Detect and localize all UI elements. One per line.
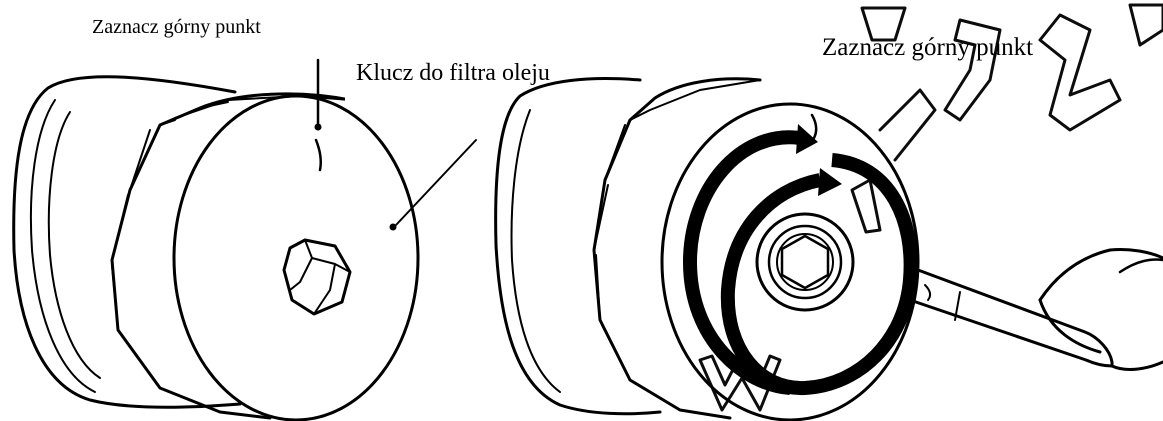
socket-icon bbox=[757, 214, 853, 310]
cap-face-icon bbox=[662, 104, 918, 420]
wrench-label: Klucz do filtra oleju bbox=[356, 60, 550, 86]
left-top-mark-label: Zaznacz górny punkt bbox=[92, 16, 261, 38]
right-top-mark-label: Zaznacz górny punkt bbox=[822, 34, 1033, 61]
left-oil-filter-figure bbox=[14, 60, 476, 420]
ratchet-handle-icon bbox=[910, 270, 1112, 366]
hex-bolt-icon bbox=[284, 240, 350, 314]
wrench-leader-line bbox=[390, 140, 477, 231]
filter-body-icon bbox=[14, 77, 240, 408]
right-oil-filter-figure bbox=[496, 79, 1163, 420]
cap-wrench-icon bbox=[112, 94, 350, 418]
rotation-arrows-icon bbox=[690, 124, 911, 388]
cap-face-icon bbox=[174, 96, 418, 420]
top-mark-icon bbox=[315, 60, 322, 170]
top-mark-icon bbox=[812, 115, 816, 138]
filter-body-icon bbox=[496, 79, 660, 414]
